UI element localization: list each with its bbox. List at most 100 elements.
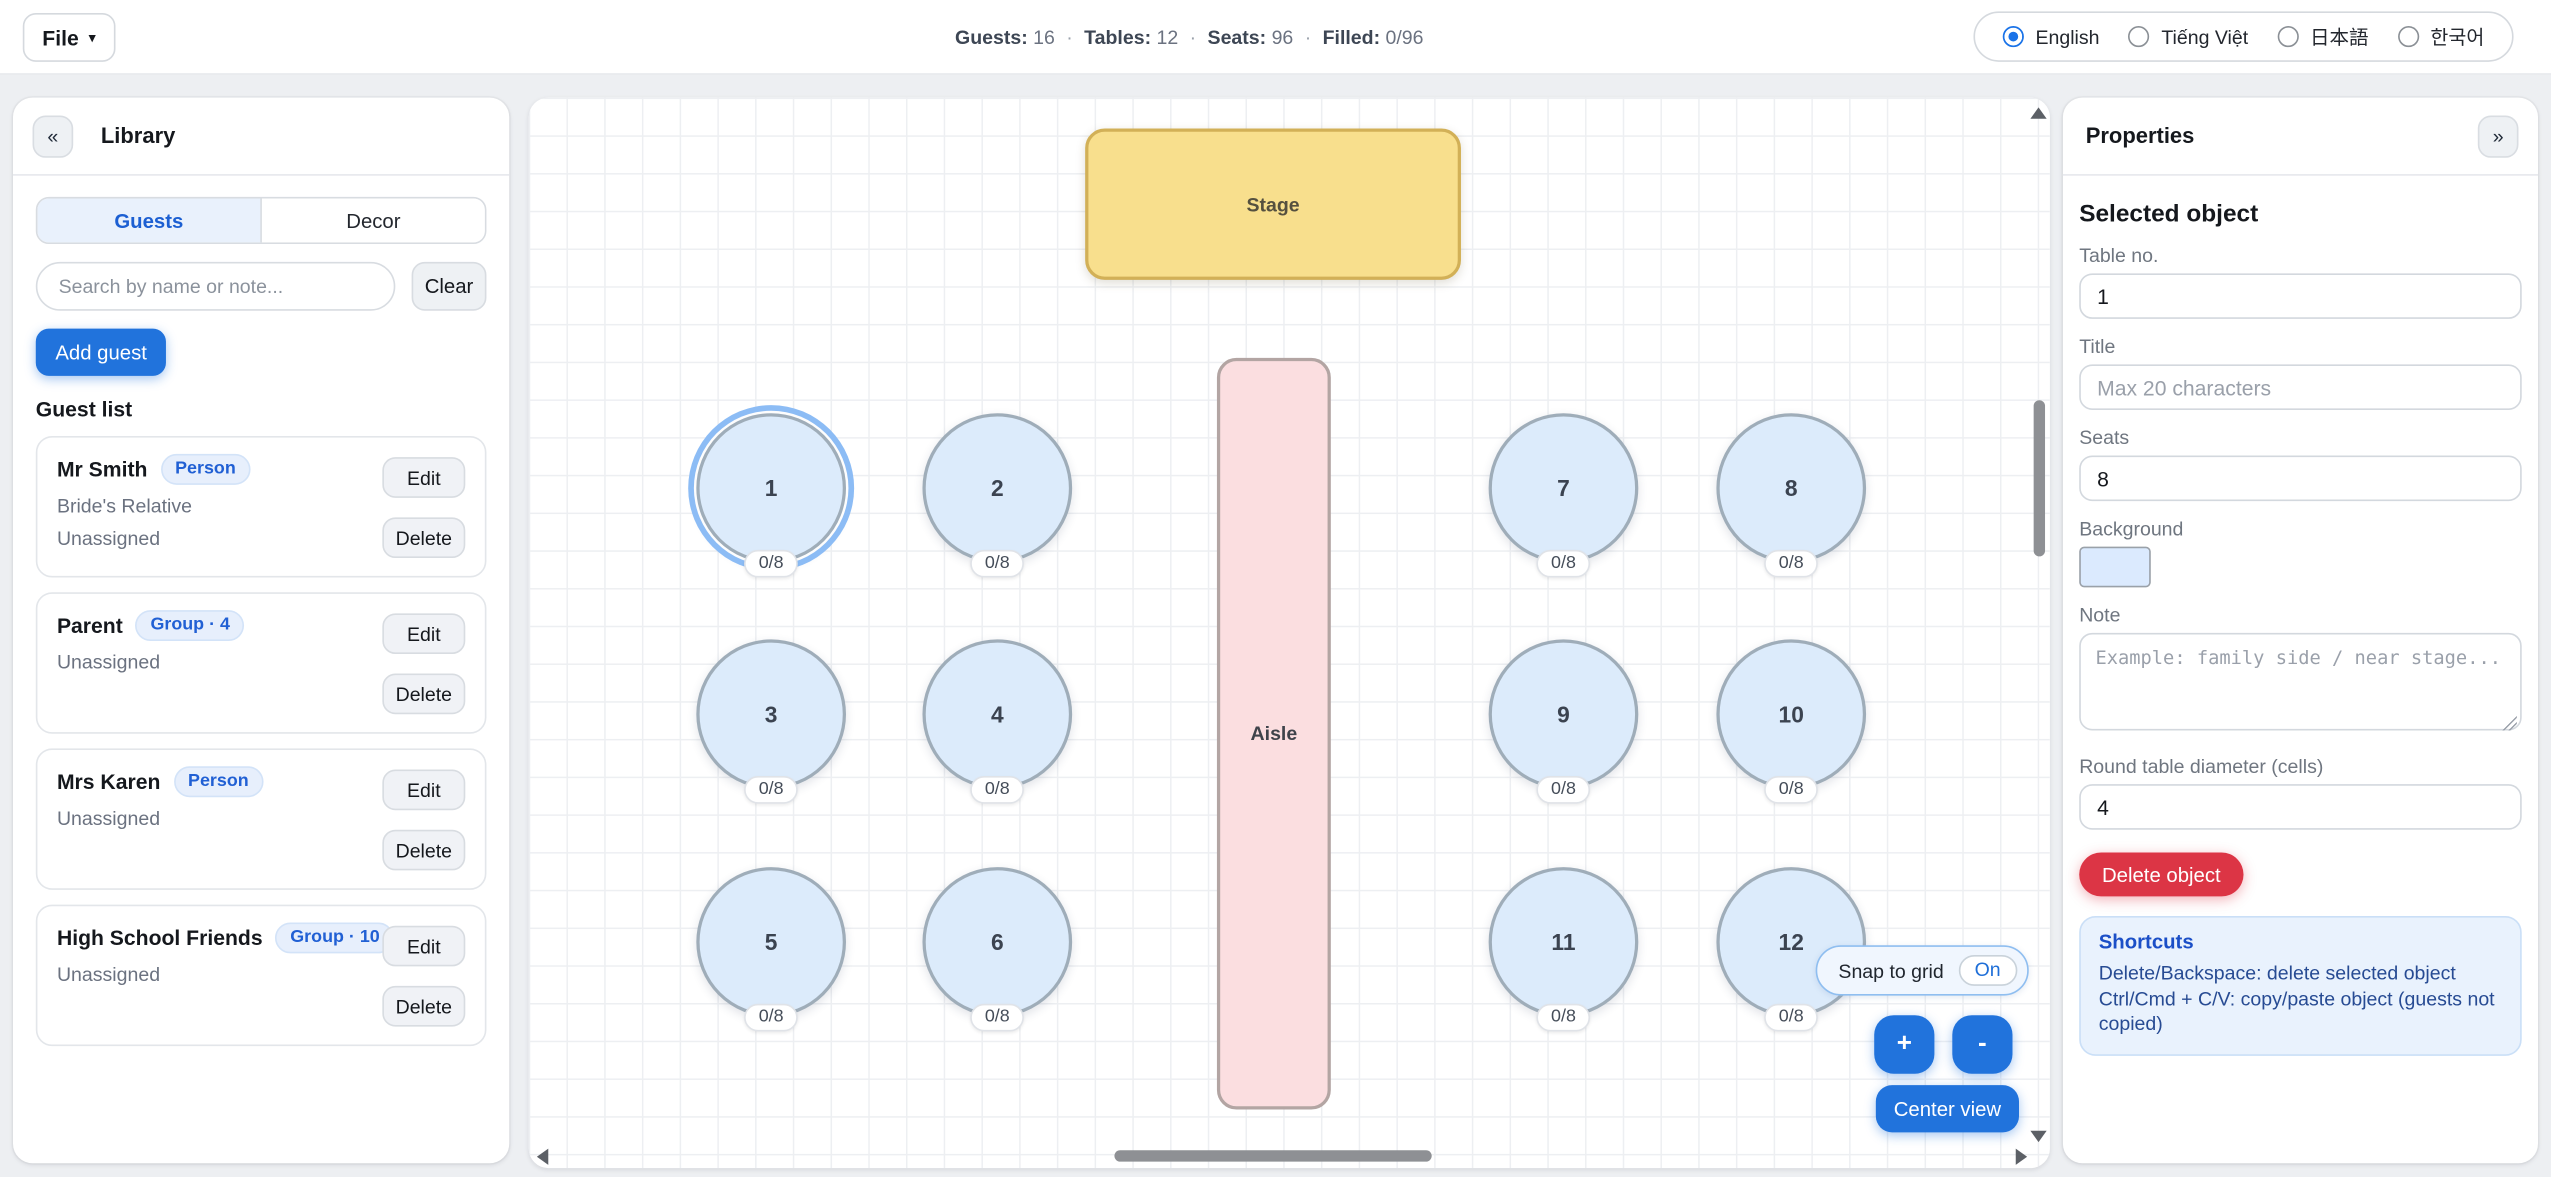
edit-guest-button[interactable]: Edit	[382, 457, 466, 498]
zoom-in-button[interactable]: +	[1874, 1015, 1935, 1074]
language-option-2[interactable]: 日本語	[2277, 23, 2369, 51]
horizontal-scrollbar-thumb[interactable]	[1114, 1150, 1432, 1162]
stat-guests: Guests: 16	[955, 26, 1055, 49]
stat-separator: ·	[1189, 26, 1197, 49]
guest-type-badge: Group · 10	[275, 922, 395, 954]
shortcut-line: Ctrl/Cmd + C/V: copy/paste object (guest…	[2098, 986, 2495, 1036]
table-no-input[interactable]	[2079, 273, 2522, 319]
guest-name: Parent	[56, 613, 123, 638]
table-number: 10	[1778, 701, 1804, 728]
delete-guest-button[interactable]: Delete	[382, 829, 466, 871]
stat-tables: Tables: 12	[1084, 26, 1179, 49]
tab-guests[interactable]: Guests	[37, 198, 262, 243]
scroll-left-arrow[interactable]	[536, 1148, 549, 1165]
table-fill-badge: 0/8	[970, 1003, 1025, 1032]
file-menu-button[interactable]: File ▾	[22, 13, 116, 62]
library-panel: « Library Guests Decor Clear Add guest G…	[13, 97, 510, 1164]
center-view-button[interactable]: Center view	[1875, 1085, 2020, 1133]
radio-icon[interactable]	[2002, 26, 2025, 48]
language-option-3[interactable]: 한국어	[2397, 23, 2484, 51]
round-table-2[interactable]: 2 0/8	[922, 413, 1073, 578]
tab-decor[interactable]: Decor	[261, 198, 485, 243]
caret-down-icon: ▾	[88, 28, 96, 45]
search-row: Clear	[35, 261, 487, 311]
event-stats: Guests: 16·Tables: 12·Seats: 96·Filled: …	[955, 0, 1423, 75]
table-fill-badge: 0/8	[1536, 1003, 1591, 1032]
guest-status: Unassigned	[56, 650, 161, 674]
language-option-0[interactable]: English	[2002, 25, 2100, 48]
round-table-8[interactable]: 8 0/8	[1716, 413, 1867, 578]
table-number: 8	[1784, 475, 1798, 502]
table-fill-badge: 0/8	[1764, 776, 1819, 804]
guest-type-badge: Person	[173, 766, 264, 798]
library-body: Guests Decor Clear Add guest Guest list …	[13, 176, 509, 1068]
zoom-out-button[interactable]: -	[1952, 1015, 2013, 1074]
collapse-right-panel-button[interactable]: »	[2477, 114, 2519, 157]
note-label: Note	[2079, 603, 2121, 627]
table-no-label: Table no.	[2079, 244, 2159, 267]
title-input[interactable]	[2079, 364, 2522, 410]
properties-title: Properties	[2085, 123, 2195, 149]
table-fill-badge: 0/8	[1764, 549, 1819, 578]
radio-icon[interactable]	[2277, 26, 2299, 48]
stat-seats: Seats: 96	[1207, 26, 1294, 49]
guest-name: Mr Smith	[56, 457, 148, 482]
clear-search-button[interactable]: Clear	[411, 261, 487, 311]
stage-object[interactable]: Stage	[1085, 128, 1461, 280]
stat-separator: ·	[1066, 26, 1073, 49]
snap-state-badge[interactable]: On	[1958, 955, 2017, 986]
scroll-down-arrow[interactable]	[2030, 1130, 2047, 1143]
table-number: 2	[990, 475, 1004, 502]
library-tabs: Guests Decor	[35, 196, 487, 245]
diameter-input[interactable]	[2079, 784, 2522, 830]
language-selector: English Tiếng Việt 日本語 한국어	[1973, 11, 2514, 62]
round-table-5[interactable]: 5 0/8	[696, 867, 846, 1032]
table-number: 4	[990, 701, 1004, 728]
table-fill-badge: 0/8	[970, 549, 1025, 578]
snap-to-grid-toggle[interactable]: Snap to grid On	[1815, 945, 2029, 996]
edit-guest-button[interactable]: Edit	[382, 613, 466, 655]
diameter-label: Round table diameter (cells)	[2079, 754, 2324, 778]
table-fill-badge: 0/8	[744, 1003, 799, 1032]
edit-guest-button[interactable]: Edit	[382, 925, 466, 967]
table-number: 12	[1778, 928, 1804, 956]
resize-handle-icon[interactable]	[2502, 715, 2517, 731]
radio-icon[interactable]	[2397, 26, 2420, 48]
aisle-object[interactable]: Aisle	[1216, 357, 1331, 1110]
seats-input[interactable]	[2079, 455, 2522, 502]
stat-filled: Filled: 0/96	[1322, 26, 1424, 49]
note-textarea[interactable]	[2079, 632, 2522, 731]
scroll-up-arrow[interactable]	[2030, 107, 2047, 119]
scroll-right-arrow[interactable]	[2015, 1148, 2028, 1165]
search-input[interactable]	[35, 261, 396, 311]
collapse-left-panel-button[interactable]: «	[32, 114, 74, 157]
round-table-10[interactable]: 10 0/8	[1716, 639, 1867, 804]
language-label: English	[2035, 25, 2100, 48]
aisle-label: Aisle	[1250, 722, 1298, 746]
shortcuts-title: Shortcuts	[2098, 930, 2194, 954]
note-wrap	[2079, 632, 2522, 739]
delete-guest-button[interactable]: Delete	[382, 673, 466, 715]
delete-guest-button[interactable]: Delete	[382, 517, 466, 559]
delete-guest-button[interactable]: Delete	[382, 985, 466, 1027]
delete-object-button[interactable]: Delete object	[2079, 852, 2244, 897]
edit-guest-button[interactable]: Edit	[382, 769, 466, 811]
vertical-scrollbar-thumb[interactable]	[2033, 400, 2046, 557]
table-number: 5	[764, 928, 778, 956]
radio-icon[interactable]	[2128, 26, 2150, 48]
shortcut-lines: Delete/Backspace: delete selected object…	[2099, 962, 2502, 1038]
background-swatch[interactable]	[2079, 546, 2151, 588]
language-option-1[interactable]: Tiếng Việt	[2128, 25, 2248, 48]
add-guest-button[interactable]: Add guest	[35, 328, 167, 376]
table-number: 1	[764, 475, 778, 502]
shortcuts-box: Shortcuts Delete/Backspace: delete selec…	[2079, 915, 2522, 1056]
